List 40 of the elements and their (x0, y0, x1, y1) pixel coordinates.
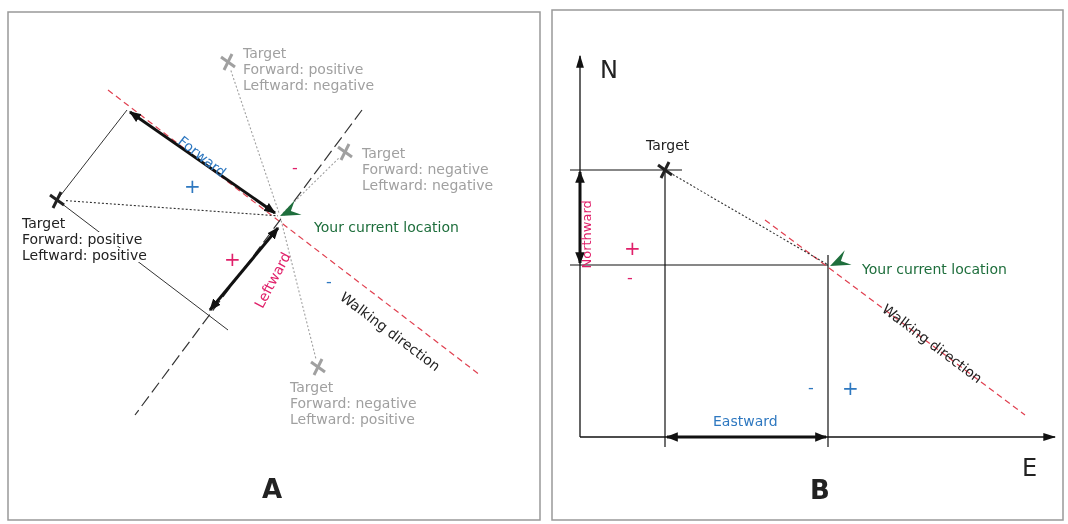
target-cross-icon (310, 358, 326, 376)
axis-label: N (600, 58, 618, 82)
axis-label: E (1022, 456, 1038, 480)
target-note: Leftward: negative (243, 78, 375, 92)
target-label: Target (646, 138, 690, 152)
sign-label: + (184, 176, 201, 196)
sign-label: - (292, 160, 298, 176)
sight-line (230, 70, 280, 215)
target-note: Leftward: positive (290, 412, 415, 426)
sight-line (65, 200, 279, 217)
panel-letter: B (810, 477, 830, 503)
sign-label: - (627, 270, 633, 286)
target-cross-icon (337, 143, 353, 161)
target-note: Forward: positive (243, 62, 364, 76)
location-arrow-icon (830, 250, 852, 266)
axis-label: Northward (579, 200, 593, 269)
sign-label: - (808, 380, 814, 396)
target-cross-icon (49, 191, 65, 209)
sign-label: + (224, 249, 241, 269)
sight-line (279, 217, 317, 359)
target-cross-icon (220, 53, 236, 71)
target-cross-icon (657, 161, 673, 179)
axis-label: Eastward (713, 414, 778, 428)
target-label: Target (290, 380, 334, 394)
location-label: Your current location (862, 262, 1007, 276)
target-note: Forward: negative (362, 162, 489, 176)
target-label: Target (22, 216, 66, 230)
target-note: Leftward: negative (362, 178, 494, 192)
target-note: Leftward: positive (22, 248, 147, 262)
target-label: Target (243, 46, 287, 60)
target-note: Forward: negative (290, 396, 417, 410)
sign-label: - (326, 274, 332, 290)
target-label: Target (362, 146, 406, 160)
location-label: Your current location (314, 220, 459, 234)
location-arrow-icon (280, 200, 302, 216)
sign-label: + (624, 238, 641, 258)
sight-line (672, 174, 829, 266)
sign-label: + (842, 378, 859, 398)
panel-letter: A (262, 476, 283, 502)
target-note: Forward: positive (22, 232, 143, 246)
